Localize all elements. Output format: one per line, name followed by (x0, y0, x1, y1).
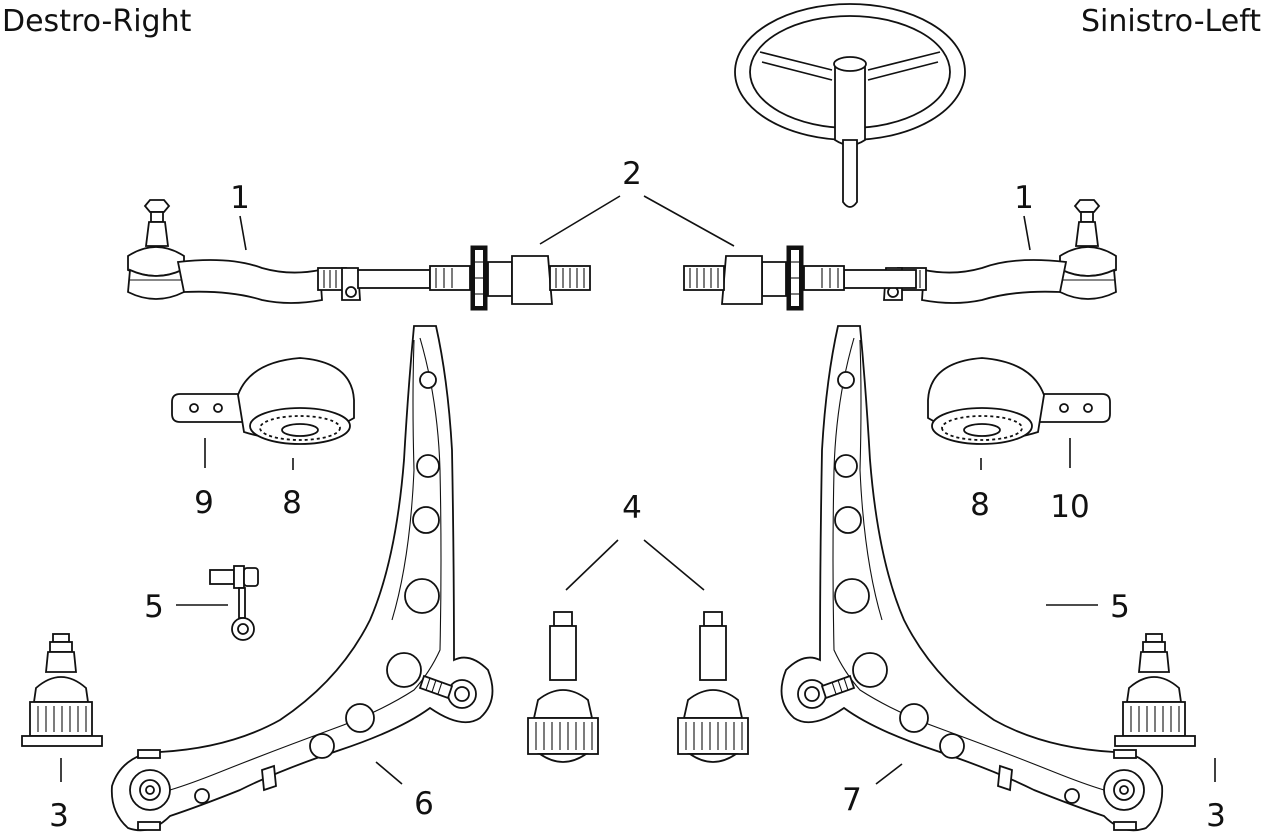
ball-joint-pair-b (677, 611, 749, 763)
callout-5-right: 5 (144, 589, 164, 625)
callout-7: 7 (842, 782, 862, 818)
callout-8-right: 8 (282, 485, 302, 521)
callout-1-left: 1 (1014, 180, 1034, 216)
control-arm-left (780, 325, 1164, 832)
header-right: Destro-Right (2, 4, 192, 39)
callout-3-left: 3 (1206, 798, 1226, 834)
callout-10: 10 (1050, 489, 1089, 525)
callout-3-right: 3 (49, 798, 69, 834)
ball-joint-pair (527, 611, 749, 763)
leader-lines (60, 195, 1216, 785)
tie-rod-end-left (883, 199, 1117, 304)
inner-tie-rod-left (683, 245, 917, 311)
stabilizer-link-right (209, 565, 259, 641)
bushing-bracket-right (171, 357, 355, 445)
tie-rod-end-right (127, 199, 361, 304)
callout-8-left: 8 (970, 487, 990, 523)
callout-1-right: 1 (230, 180, 250, 216)
callout-4: 4 (622, 490, 642, 526)
steering-wheel (734, 3, 966, 208)
ball-joint-pair-a (527, 611, 599, 763)
callout-2: 2 (622, 156, 642, 192)
callout-9: 9 (194, 485, 214, 521)
inner-tie-rod-right (357, 245, 591, 311)
header-left: Sinistro-Left (1081, 4, 1261, 39)
callout-6: 6 (414, 786, 434, 822)
ball-joint-right (21, 633, 103, 747)
callout-5-left: 5 (1110, 589, 1130, 625)
bushing-bracket-left (927, 357, 1111, 445)
ball-joint-left (1114, 633, 1196, 747)
control-arm-right (110, 325, 494, 832)
